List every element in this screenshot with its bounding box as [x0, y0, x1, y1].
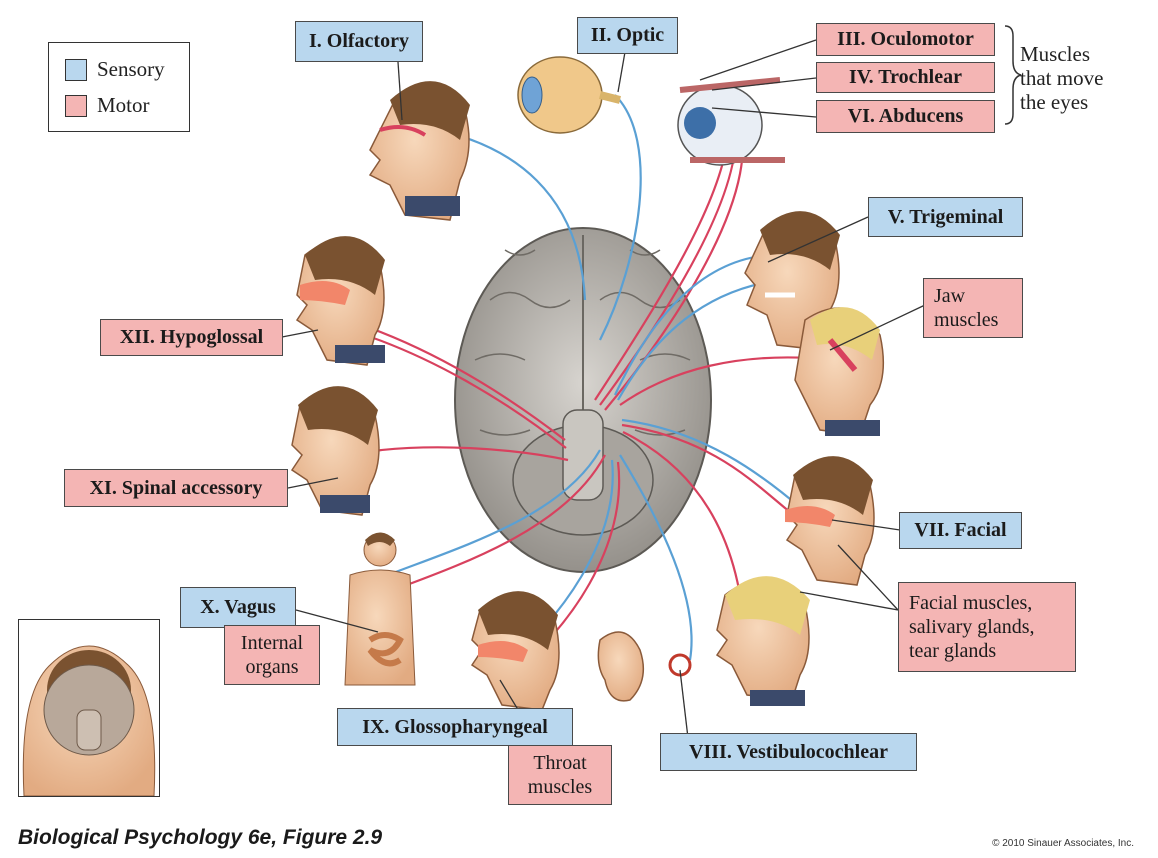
label-spinal-accessory: XI. Spinal accessory: [64, 469, 288, 507]
eye-optic: [517, 56, 621, 134]
eyes-note-line1: Muscles: [1020, 42, 1090, 66]
brain-illustration: [454, 227, 712, 573]
legend: Sensory Motor: [48, 42, 190, 132]
sensory-swatch: [65, 58, 87, 81]
head-glossopharyngeal: [470, 591, 560, 711]
head-hypoglossal: [295, 236, 385, 366]
label-optic: II. Optic: [577, 17, 678, 54]
note-throat-line2: muscles: [527, 776, 593, 798]
label-oculomotor: III. Oculomotor: [816, 23, 995, 56]
legend-sensory-label: Sensory: [97, 57, 165, 81]
eyes-bracket: [1004, 25, 1022, 125]
label-hypoglossal: XII. Hypoglossal: [100, 319, 283, 356]
label-trigeminal: V. Trigeminal: [868, 197, 1023, 237]
head-facial-muscles: [715, 576, 810, 706]
copyright-notice: © 2010 Sinauer Associates, Inc.: [992, 838, 1134, 849]
label-olfactory: I. Olfactory: [295, 21, 423, 62]
note-jaw-line2: muscles: [934, 309, 999, 331]
label-vagus: X. Vagus: [180, 587, 296, 628]
label-vestibulocochlear: VIII. Vestibulocochlear: [660, 733, 917, 771]
head-jaw: [794, 307, 885, 436]
inset-artwork: [22, 645, 156, 796]
callout-lines: [281, 39, 926, 739]
legend-motor: Motor: [65, 93, 150, 118]
eyes-note: Muscles that move the eyes: [1020, 42, 1103, 114]
label-glossopharyngeal: IX. Glossopharyngeal: [337, 708, 573, 746]
note-jaw-muscles: Jaw muscles: [923, 278, 1023, 338]
label-facial: VII. Facial: [899, 512, 1022, 549]
label-abducens: VI. Abducens: [816, 100, 995, 133]
eyes-note-line2: that move: [1020, 66, 1104, 90]
brainstem: [562, 409, 604, 501]
legend-sensory: Sensory: [65, 57, 165, 82]
label-trochlear: IV. Trochlear: [816, 62, 995, 93]
eyes-note-line3: the eyes: [1020, 90, 1089, 114]
eye-muscles: [677, 77, 785, 166]
head-olfactory: [368, 81, 470, 221]
legend-motor-label: Motor: [97, 93, 150, 117]
head-facial: [785, 456, 875, 586]
note-facial-line3: tear glands: [909, 640, 997, 662]
note-facial-glands: Facial muscles, salivary glands, tear gl…: [898, 582, 1076, 672]
inset-head-underside: [18, 619, 160, 797]
note-facial-line1: Facial muscles,: [909, 592, 1033, 614]
motor-swatch: [65, 94, 87, 117]
body-vagus: [344, 532, 416, 686]
figure-caption: Biological Psychology 6e, Figure 2.9: [18, 826, 383, 849]
note-internal-line1: Internal: [240, 632, 304, 654]
head-spinal-accessory: [290, 386, 380, 516]
note-throat-muscles: Throat muscles: [508, 745, 612, 805]
ear-vestibulocochlear: [597, 631, 692, 702]
note-internal-line2: organs: [245, 656, 299, 678]
note-internal-organs: Internal organs: [224, 625, 320, 685]
note-facial-line2: salivary glands,: [909, 616, 1035, 638]
note-throat-line1: Throat: [533, 752, 587, 774]
note-jaw-line1: Jaw: [934, 285, 966, 307]
